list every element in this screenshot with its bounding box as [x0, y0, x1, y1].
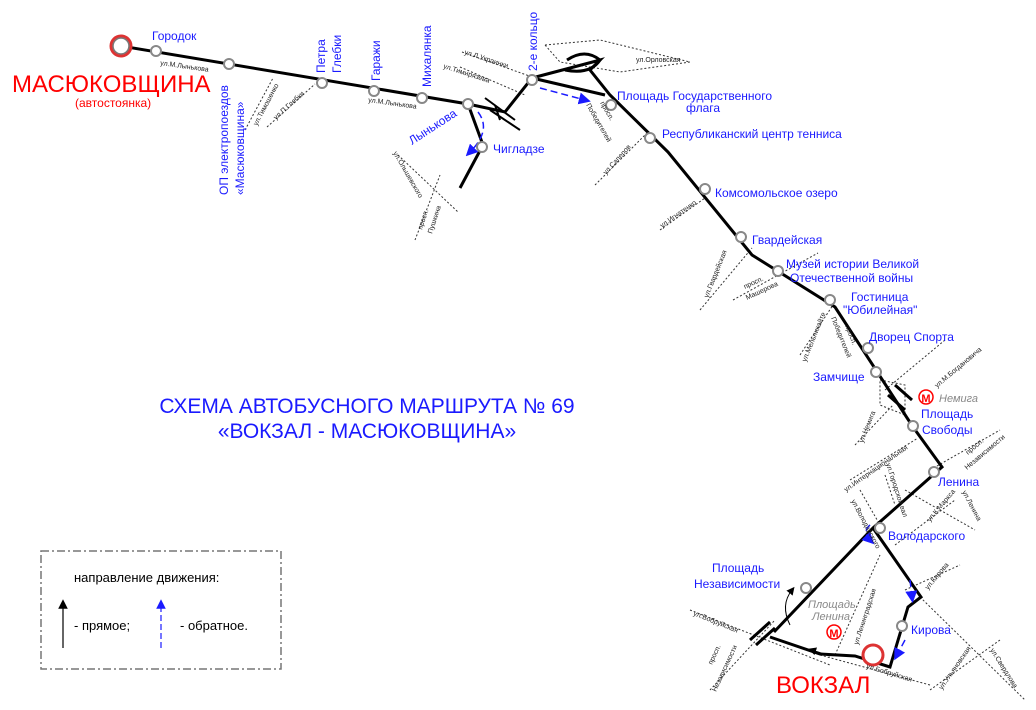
street-label: ул.Кирова [924, 562, 950, 592]
street-label: ул.Мельникайте [800, 311, 827, 363]
street-label: ул.Ленина [960, 490, 982, 523]
stop-op-1: ОП электропоездов [217, 85, 231, 195]
terminal-start-label: МАСЮКОВЩИНА [12, 71, 211, 98]
stop-nezav-1: Площадь [712, 561, 764, 575]
stop-petra-2: Глебки [330, 35, 344, 73]
stop-labels: Городок ОП электропоездов «Масюковщина» … [152, 12, 980, 637]
street-label: ул.М.Лынькова [368, 97, 417, 111]
terminal-end-label: ВОКЗАЛ [776, 672, 870, 699]
stop-zamchische: Замчище [813, 370, 865, 384]
street-label: ул.М.Богдановича [934, 346, 984, 389]
metro-nemiga-label: Немига [939, 393, 978, 405]
metro-nemiga-icon: М [918, 389, 934, 405]
legend-title: направление движения: [74, 570, 219, 585]
stop-svobody-2: Свободы [922, 423, 973, 437]
map-title-line1: СХЕМА АВТОБУСНОГО МАРШРУТА № 69 [159, 395, 574, 418]
street-label: ул.Игнатенко [659, 199, 698, 229]
street-label: ул.Тимирязева [442, 63, 490, 85]
route-line [120, 44, 945, 669]
terminal-start-note: (автостоянка) [75, 96, 151, 110]
stop-tennis: Республиканский центр тенниса [662, 127, 842, 141]
stop-lenina: Ленина [938, 475, 980, 489]
street-label: просп. [707, 644, 722, 666]
stop-museum-2: Отечественной войны [790, 271, 913, 285]
stop-petra-1: Петра [314, 39, 328, 73]
legend: направление движения: - прямое; - обратн… [40, 550, 282, 670]
stop-garazhi: Гаражи [369, 40, 383, 81]
stop-flag-2: флага [686, 101, 720, 115]
street-label: ул.Л.Украинки [463, 49, 509, 70]
legend-reverse: - обратное. [180, 618, 248, 633]
stop-kirova: Кирова [911, 623, 951, 637]
stop-hotel-1: Гостиница [851, 290, 909, 304]
stop-flag-1: Площадь Государственного [617, 89, 772, 103]
stop-markers [150, 45, 940, 632]
stop-volodarskogo: Володарского [888, 529, 965, 543]
stop-nezav-2: Независимости [694, 577, 780, 591]
street-label: ул.Бобруйская [692, 609, 739, 634]
metro-pl-lenina-label-2: Ленина [811, 611, 850, 623]
street-label: ул.П.Глебки [272, 90, 306, 122]
legend-forward: - прямое; [74, 618, 130, 633]
stop-mihalyanka: Михалянка [420, 25, 434, 87]
street-labels: ул.М.Лынькова ул.Тимошенко ул.П.Глебки у… [160, 49, 1019, 693]
metro-pl-lenina-label-1: Площадь [808, 599, 856, 611]
stop-lynkova: Лынькова [406, 106, 459, 148]
stop-hotel-2: "Юбилейная" [843, 303, 917, 317]
street-label: ул.К.Маркса [926, 488, 957, 523]
terminal-masyukovshchina-icon [109, 34, 133, 58]
street-label: ул.Орловская [636, 57, 681, 64]
street-label: ул.Немига [858, 410, 877, 444]
stop-chigladze: Чигладзе [493, 142, 545, 156]
street-label: ул.Ленинградская [853, 588, 878, 646]
street-label: ул.Свердлова [988, 647, 1018, 689]
terminal-vokzal-icon [861, 643, 885, 667]
stop-gvardeyskaya: Гвардейская [752, 233, 822, 247]
street-label: ул.Саперов [602, 144, 633, 177]
stop-ring: 2-е кольцо [526, 12, 540, 71]
stop-dvorets: Дворец Спорта [869, 330, 954, 344]
stop-museum-1: Музей истории Великой [786, 257, 919, 271]
street-label: Пушкина [427, 205, 443, 235]
street-lines [244, 39, 1026, 701]
stop-svobody-1: Площадь [921, 407, 973, 421]
stop-op-2: «Масюковщина» [233, 101, 247, 195]
stop-gorodok: Городок [152, 29, 197, 43]
svg-text:М: М [829, 628, 838, 640]
street-label: ул.Ульяновская [938, 645, 973, 691]
stop-komsomolskoe: Комсомольское озеро [715, 186, 838, 200]
map-title-line2: «ВОКЗАЛ - МАСЮКОВЩИНА» [218, 420, 516, 443]
svg-text:М: М [921, 393, 930, 405]
metro-pl-lenina-icon: М [826, 624, 842, 640]
